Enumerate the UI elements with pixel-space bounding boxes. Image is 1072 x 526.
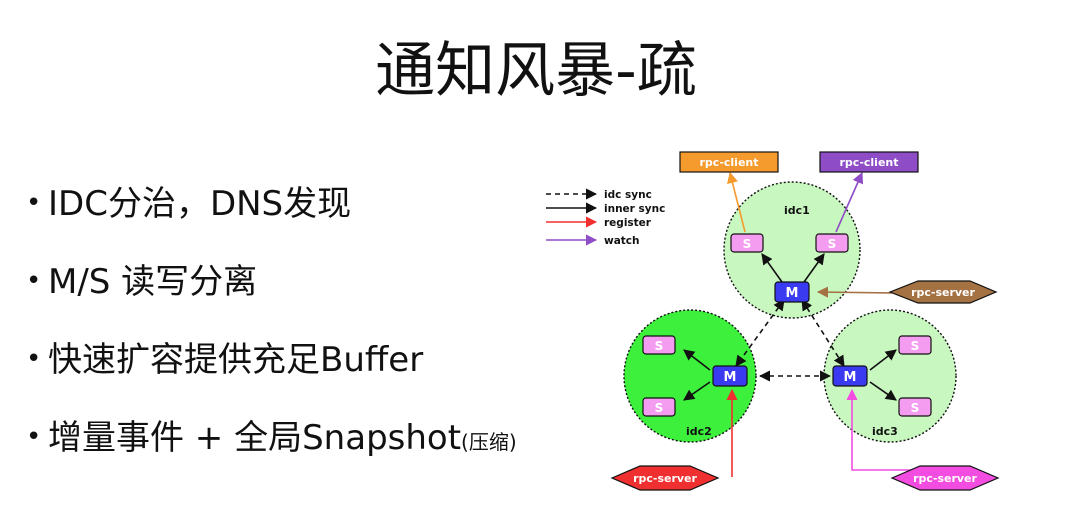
- bullet-item: •M/S 读写分离: [26, 254, 257, 303]
- svg-text:M: M: [724, 370, 737, 385]
- rpc-server-brown: rpc-server: [888, 280, 998, 304]
- inner-sync-line: [683, 381, 711, 401]
- slave-node: S: [815, 233, 849, 253]
- svg-text:S: S: [655, 401, 664, 415]
- rpc-client-purple: rpc-client: [819, 151, 919, 173]
- bullet-text: IDC分治，DNS发现: [48, 184, 352, 224]
- svg-text:rpc-server: rpc-server: [633, 472, 697, 485]
- idc2-label: idc2: [686, 425, 712, 438]
- inner-sync-line: [869, 349, 897, 371]
- svg-text:rpc-client: rpc-client: [840, 156, 899, 169]
- watch-line-purple: [835, 171, 864, 233]
- svg-text:M: M: [786, 286, 799, 301]
- inner-sync-line: [761, 253, 783, 283]
- legend-inner-sync-label: inner sync: [604, 203, 665, 215]
- idc1-zone: [723, 181, 861, 319]
- slide-title: 通知风暴-疏: [375, 36, 697, 106]
- bullet-text: 快速扩容提供充足Buffer: [48, 340, 424, 380]
- idc-sync-line: [801, 299, 845, 367]
- svg-text:rpc-client: rpc-client: [700, 156, 759, 169]
- svg-text:M: M: [844, 370, 857, 385]
- master-node: M: [832, 365, 868, 387]
- legend-register-label: register: [604, 217, 652, 229]
- bullet-dot-icon: •: [26, 421, 42, 452]
- inner-sync-line: [803, 253, 825, 283]
- svg-text:rpc-server: rpc-server: [913, 472, 977, 485]
- idc3-label: idc3: [872, 425, 898, 438]
- rpc-client-orange: rpc-client: [679, 151, 779, 173]
- slave-node: S: [642, 397, 676, 417]
- slave-node: S: [730, 233, 764, 253]
- idc1-label: idc1: [784, 204, 810, 217]
- bullet-dot-icon: •: [26, 265, 42, 296]
- register-line-pink: [846, 388, 924, 471]
- svg-text:rpc-server: rpc-server: [911, 286, 975, 299]
- idc-sync-line: [735, 299, 785, 367]
- bullet-dot-icon: •: [26, 187, 42, 218]
- master-node: M: [712, 365, 748, 387]
- bullet-item: •快速扩容提供充足Buffer: [26, 332, 423, 381]
- bullet-text: M/S 读写分离: [48, 262, 258, 302]
- legend-idc-sync-label: idc sync: [604, 189, 652, 201]
- svg-text:S: S: [911, 401, 920, 415]
- bullet-item: •IDC分治，DNS发现: [26, 176, 351, 225]
- master-node: M: [774, 281, 810, 303]
- bullet-text: 增量事件 + 全局Snapshot: [48, 418, 462, 458]
- architecture-diagram: idc sync inner sync register watch idc1 …: [546, 151, 1000, 491]
- bullet-item: •增量事件 + 全局Snapshot(压缩): [26, 410, 517, 459]
- rpc-server-red: rpc-server: [610, 465, 720, 491]
- slave-node: S: [898, 397, 932, 417]
- inner-sync-line: [683, 349, 711, 371]
- bullet-dot-icon: •: [26, 343, 42, 374]
- legend-watch-label: watch: [604, 235, 640, 247]
- watch-line-orange: [727, 171, 746, 233]
- legend: idc sync inner sync register watch: [546, 188, 665, 247]
- svg-text:S: S: [655, 339, 664, 353]
- register-line-brown: [816, 286, 893, 298]
- slave-node: S: [642, 335, 676, 355]
- svg-text:S: S: [911, 339, 920, 353]
- slave-node: S: [898, 335, 932, 355]
- svg-text:S: S: [743, 237, 752, 251]
- rpc-server-pink: rpc-server: [890, 465, 1000, 491]
- bullet-suffix: (压缩): [461, 430, 517, 454]
- svg-text:S: S: [828, 237, 837, 251]
- inner-sync-line: [869, 381, 897, 401]
